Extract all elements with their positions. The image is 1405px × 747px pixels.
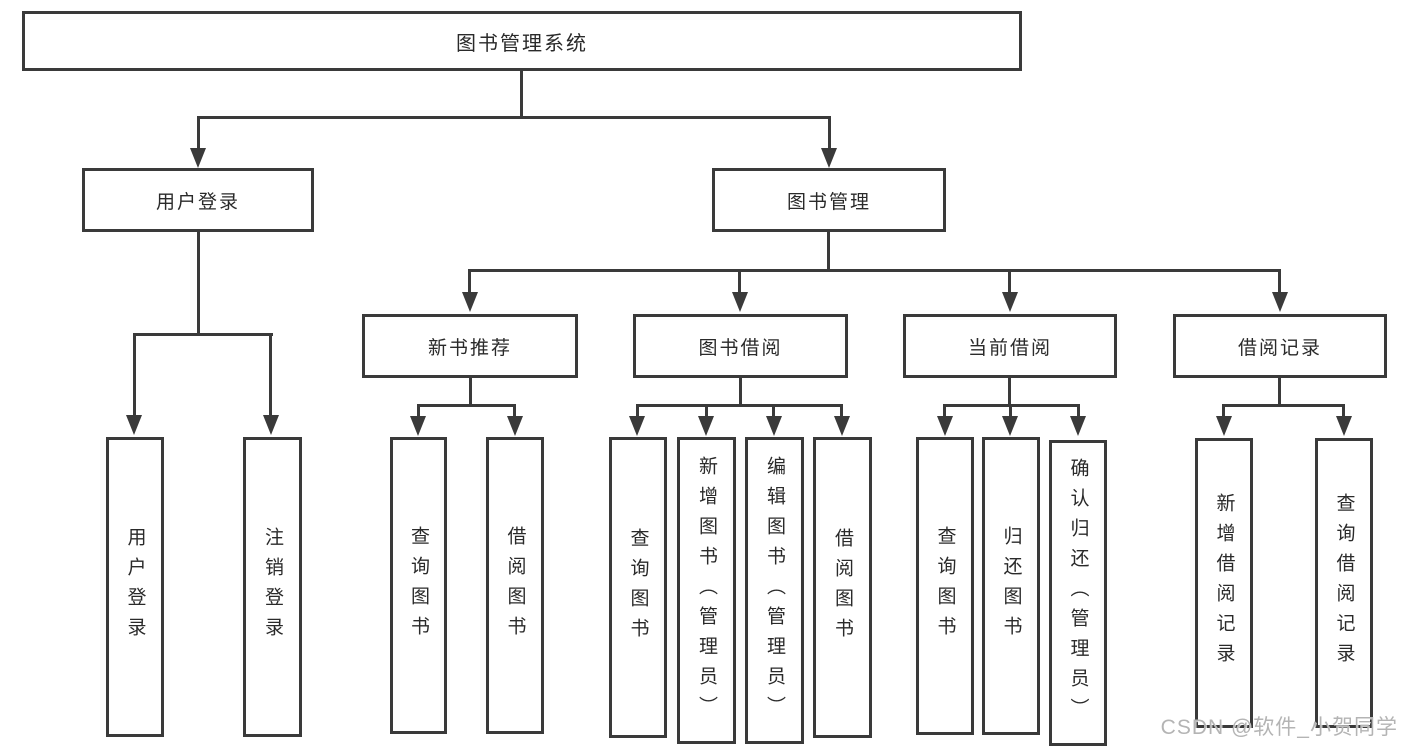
connector-borrow-records-branch [1222,404,1345,407]
leaf-cb-return-books: 归还图书 [982,437,1040,735]
leaf-bb-add-books-label: 新增图书（管理员） [696,455,717,726]
arrow-down-icon [698,416,714,436]
leaf-nbr-borrow-books-label: 借阅图书 [504,525,526,646]
leaf-cb-confirm-return: 确认归还（管理员） [1049,440,1107,746]
connector-borrow-records-stem [1278,377,1281,406]
connector-book-borrow-branch [636,404,843,407]
node-borrow-records: 借阅记录 [1173,314,1387,378]
connector-to-bb-edit [772,404,775,418]
arrow-down-icon [462,292,478,312]
arrow-down-icon [1002,292,1018,312]
leaf-br-query-record: 查询借阅记录 [1315,438,1373,728]
leaf-cb-return-books-label: 归还图书 [1000,526,1022,646]
leaf-br-query-record-label: 查询借阅记录 [1333,493,1355,673]
arrow-down-icon [937,416,953,436]
leaf-user-login-label: 用户登录 [124,527,146,647]
connector-to-borrow-records [1278,269,1281,294]
arrow-down-icon [766,416,782,436]
node-current-borrow-label: 当前借阅 [967,337,1052,359]
connector-user-login-branch [133,333,273,336]
node-new-book-rec-label: 新书推荐 [427,337,512,359]
leaf-nbr-query-books-label: 查询图书 [408,525,429,646]
node-book-borrow: 图书借阅 [633,314,848,378]
arrow-down-icon [629,416,645,436]
connector-root-stem [520,70,523,118]
leaf-nbr-borrow-books: 借阅图书 [486,437,544,734]
connector-to-leaf-login [133,333,136,416]
arrow-down-icon [1336,416,1352,436]
leaf-bb-edit-books: 编辑图书（管理员） [745,437,804,744]
arrow-down-icon [1002,416,1018,436]
arrow-down-icon [821,148,837,168]
arrow-down-icon [1272,292,1288,312]
leaf-logout: 注销登录 [243,437,302,737]
leaf-cb-query-books-label: 查询图书 [934,526,956,646]
leaf-bb-query-books: 查询图书 [609,437,667,738]
connector-user-login-stem [197,231,200,335]
connector-to-br-query [1342,404,1345,418]
connector-to-cb-confirm [1077,404,1080,418]
connector-to-book-borrow [738,269,741,294]
leaf-bb-borrow-books-label: 借阅图书 [832,527,853,648]
leaf-cb-confirm-return-label: 确认归还（管理员） [1067,458,1089,728]
arrow-down-icon [834,416,850,436]
connector-current-borrow-stem [1008,377,1011,406]
leaf-cb-query-books: 查询图书 [916,437,974,735]
connector-to-book-mgmt [828,116,831,150]
leaf-br-add-record: 新增借阅记录 [1195,438,1253,728]
connector-to-bb-add [705,404,708,418]
connector-book-mgmt-branch [468,269,1281,272]
leaf-logout-label: 注销登录 [262,527,283,647]
node-book-mgmt-label: 图书管理 [786,191,871,213]
connector-to-leaf-logout [269,333,272,416]
watermark: CSDN @软件_小贺同学 [1160,716,1398,739]
arrow-down-icon [732,292,748,312]
arrow-down-icon [126,415,142,435]
leaf-bb-query-books-label: 查询图书 [627,527,649,648]
node-user-login-label: 用户登录 [155,191,240,213]
connector-root-branch [197,116,831,119]
arrow-down-icon [410,416,426,436]
leaf-br-add-record-label: 新增借阅记录 [1213,493,1235,673]
connector-book-borrow-stem [739,377,742,406]
leaf-bb-edit-books-label: 编辑图书（管理员） [764,455,785,726]
arrow-down-icon [507,416,523,436]
node-new-book-rec: 新书推荐 [362,314,578,378]
connector-new-book-rec-stem [469,377,472,406]
leaf-user-login: 用户登录 [106,437,164,737]
connector-book-mgmt-stem [827,231,830,272]
node-current-borrow: 当前借阅 [903,314,1117,378]
connector-to-br-add [1222,404,1225,418]
node-borrow-records-label: 借阅记录 [1237,337,1322,359]
node-user-login: 用户登录 [82,168,314,232]
connector-to-nbr-borrow [513,404,516,418]
arrow-down-icon [190,148,206,168]
connector-to-cb-query [943,404,946,418]
leaf-nbr-query-books: 查询图书 [390,437,447,734]
connector-to-bb-borrow [840,404,843,418]
connector-to-current-borrow [1008,269,1011,294]
connector-to-new-book-rec [468,269,471,294]
connector-to-bb-query [636,404,639,418]
node-book-borrow-label: 图书借阅 [698,337,783,359]
arrow-down-icon [263,415,279,435]
arrow-down-icon [1216,416,1232,436]
node-root-label: 图书管理系统 [456,32,588,55]
node-book-mgmt: 图书管理 [712,168,946,232]
connector-new-book-rec-branch [417,404,516,407]
leaf-bb-add-books: 新增图书（管理员） [677,437,736,744]
arrow-down-icon [1070,416,1086,436]
node-root: 图书管理系统 [22,11,1022,71]
connector-to-nbr-query [417,404,420,418]
connector-to-cb-return [1009,404,1012,418]
leaf-bb-borrow-books: 借阅图书 [813,437,872,738]
connector-to-user-login [197,116,200,150]
